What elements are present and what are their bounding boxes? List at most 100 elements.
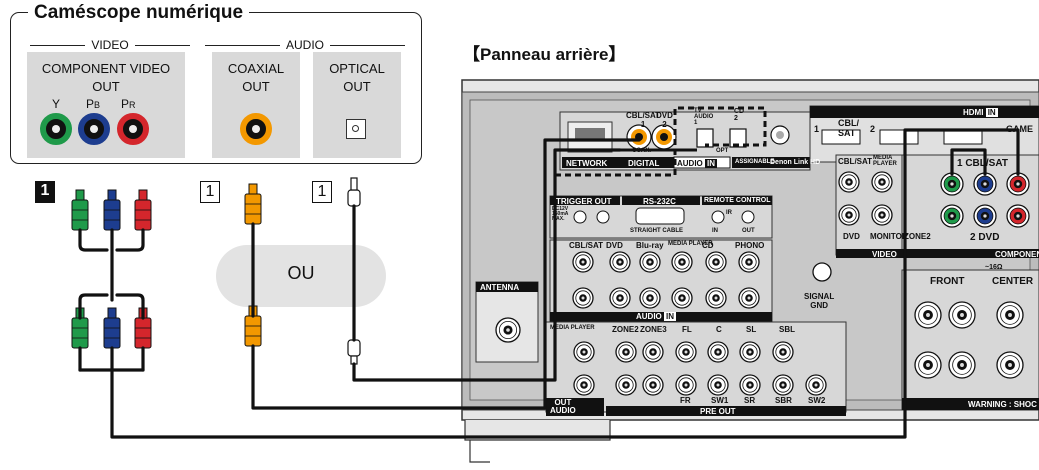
component-in-pr-jack <box>1006 172 1030 196</box>
dvd-2-label: DVD 2 <box>656 111 673 129</box>
pre-out-jack <box>615 374 637 396</box>
in-tag: IN <box>705 159 718 168</box>
video-group-label: VIDEO <box>91 38 129 52</box>
coaxial-plug-top <box>244 183 262 225</box>
audio-in-block <box>549 239 773 323</box>
video-jack <box>871 171 893 193</box>
coaxial-cable <box>251 138 641 410</box>
audio-in-jack-r <box>738 287 760 309</box>
optical-label: OPTICAL OUT <box>329 61 385 94</box>
pre-out-jack <box>772 374 794 396</box>
speaker-terminal <box>914 301 942 329</box>
audio-input-label: Blu-ray <box>636 241 664 250</box>
speaker-block <box>901 269 1039 411</box>
component-plug-green-top <box>71 189 89 231</box>
center-label: CENTER <box>992 276 1034 287</box>
rear-panel-title: 【Panneau arrière】 <box>463 45 626 64</box>
video-block <box>835 154 1039 258</box>
optical-cable-lower <box>352 148 622 382</box>
audio-in-jack-l <box>705 251 727 273</box>
pre-out-jack <box>707 341 729 363</box>
hdmi-block <box>809 105 1039 163</box>
pre-out-jack <box>642 341 664 363</box>
remote-in-label: IN <box>712 228 718 234</box>
remote-out-label: OUT <box>742 228 755 234</box>
warning-label: WARNING : SHOC <box>968 400 1037 409</box>
component-cable-main <box>78 128 1020 439</box>
straight-cable-label: STRAIGHT CABLE <box>630 228 683 234</box>
component-plug-red-top <box>134 189 152 231</box>
video-jack <box>838 171 860 193</box>
video-group-header: VIDEO <box>30 38 190 52</box>
component-harness-tails <box>78 346 145 372</box>
pre-out-label: PRE OUT <box>700 407 736 416</box>
component-cable-branch <box>950 148 987 176</box>
component-in2-pb-jack <box>973 204 997 228</box>
component-in-2-label: 2 DVD <box>970 232 1000 243</box>
pr-jack-label: PR <box>121 97 136 111</box>
or-pill <box>216 245 386 307</box>
audio-input-label: CD <box>702 241 714 250</box>
video-label-cbl-sat: CBL/SAT <box>838 157 873 166</box>
opt-label: OPT <box>716 148 729 154</box>
pre-out-jack <box>573 341 595 363</box>
signal-gnd-terminal <box>812 262 832 282</box>
optical-plug-top <box>347 177 361 207</box>
pre-out-input-label: FL <box>682 325 692 334</box>
video-label-media-player: MEDIA PLAYER <box>873 155 897 167</box>
signal-gnd-label: SIGNAL GND <box>804 292 835 310</box>
step-1-optical: 1 <box>312 181 332 203</box>
camcorder-optical-jack <box>346 119 366 139</box>
hdmi-in-tag: IN <box>985 108 998 117</box>
pre-out-jack <box>615 341 637 363</box>
digital-label: DIGITAL <box>628 159 660 168</box>
pre-out-output-label: SW1 <box>711 396 729 405</box>
audio-in-small-label: AUDIO IN <box>677 159 718 168</box>
component-section-label: COMPONENT <box>995 250 1039 259</box>
out-audio-label: OUT AUDIO <box>550 398 576 415</box>
video-label-dvd: DVD <box>843 232 860 241</box>
pre-out-output-label: FR <box>680 396 691 405</box>
audio-input-label: MEDIA PLAYER <box>668 241 713 247</box>
video-label-zone2: ZONE2 <box>904 232 931 241</box>
pre-out-jack <box>739 374 761 396</box>
pre-out-input-label: SBL <box>779 325 795 334</box>
video-label-monitor: MONITOR <box>870 232 908 241</box>
audio-word: AUDIO <box>677 159 703 168</box>
trigger-out-label: TRIGGER OUT <box>556 197 612 206</box>
video-jack <box>871 204 893 226</box>
pre-out-input-label: MEDIA PLAYER <box>550 325 595 331</box>
dc12v-label: DC12V 150mA MAX. <box>552 206 569 222</box>
pre-out-input-label: SL <box>746 325 757 334</box>
step-1-coaxial: 1 <box>200 181 220 203</box>
pre-out-jack <box>739 341 761 363</box>
cd-2-label: CD 2 <box>734 108 745 122</box>
assignable-label: ASSIGNABLE <box>735 159 775 165</box>
component-plug-blue-top <box>103 189 121 231</box>
pre-out-jack <box>805 374 827 396</box>
pre-out-jack <box>707 374 729 396</box>
optical-panel: OPTICAL OUT <box>313 52 401 158</box>
audio-section-in-tag: IN <box>664 312 677 321</box>
audio-in-jack-l <box>738 251 760 273</box>
hdmi-input-2: 2 <box>870 124 876 134</box>
pre-out-input-label: C <box>716 325 722 334</box>
audio-in-jack-r <box>639 287 661 309</box>
ir-label: IR <box>726 210 732 216</box>
component-harness-top <box>78 228 145 302</box>
coax-label: COAX. <box>632 148 652 154</box>
speaker-terminal <box>948 301 976 329</box>
audio-input-label: PHONO <box>735 241 765 250</box>
camcorder-pb-jack <box>78 113 110 145</box>
pre-out-jack <box>642 374 664 396</box>
hdmi-input-cbl-sat: CBL/ SAT <box>838 118 859 138</box>
pre-out-input-label: ZONE2 <box>612 325 639 334</box>
audio-in-jack-l <box>572 251 594 273</box>
rs232c-label: RS-232C <box>643 197 676 206</box>
pre-out-output-label: SBR <box>775 396 792 405</box>
speaker-terminal <box>948 351 976 379</box>
hdmi-word: HDMI <box>963 108 984 117</box>
pre-out-jack <box>675 341 697 363</box>
coaxial-panel: COAXIAL OUT <box>212 52 300 158</box>
video-jack <box>838 204 860 226</box>
